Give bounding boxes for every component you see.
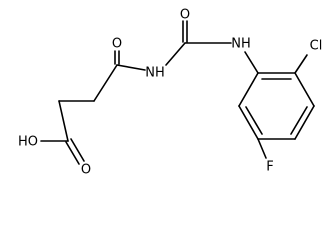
- bond-c1-o-double-b: [70, 138, 85, 162]
- atom-label-o-urea: O: [180, 8, 190, 23]
- bond-ring-cl: [294, 54, 308, 74]
- ring-bond-2: [294, 72, 315, 107]
- ring-bond-3: [294, 105, 315, 140]
- bond-c1-o-double-a: [65, 141, 80, 165]
- atom-label-nh-aniline: NH: [231, 37, 251, 52]
- atom-label-ho: HO: [18, 135, 38, 150]
- ring-bond-5: [238, 105, 259, 140]
- ring-double-inner-2: [290, 106, 308, 135]
- structure-canvas: O O NH NH Cl HO O F: [18, 8, 323, 178]
- chemical-structure-diagram: O O NH NH Cl HO O F: [18, 8, 323, 178]
- atom-label-o-acid: O: [81, 163, 91, 178]
- ring-double-inner-3: [245, 106, 263, 135]
- ring-bond-6: [238, 72, 259, 107]
- bond-nh-ring: [244, 51, 259, 74]
- bond-c4-c3: [93, 64, 118, 102]
- atom-label-nh-imide: NH: [145, 66, 165, 81]
- bond-c4-nh: [116, 64, 146, 71]
- atom-label-cl: Cl: [310, 39, 323, 54]
- bond-ring-f: [257, 138, 267, 159]
- bond-nh-urea-c: [165, 42, 186, 66]
- bond-c2-c1: [58, 100, 69, 142]
- atom-label-f: F: [266, 160, 273, 175]
- atom-label-o-amide: O: [112, 37, 122, 52]
